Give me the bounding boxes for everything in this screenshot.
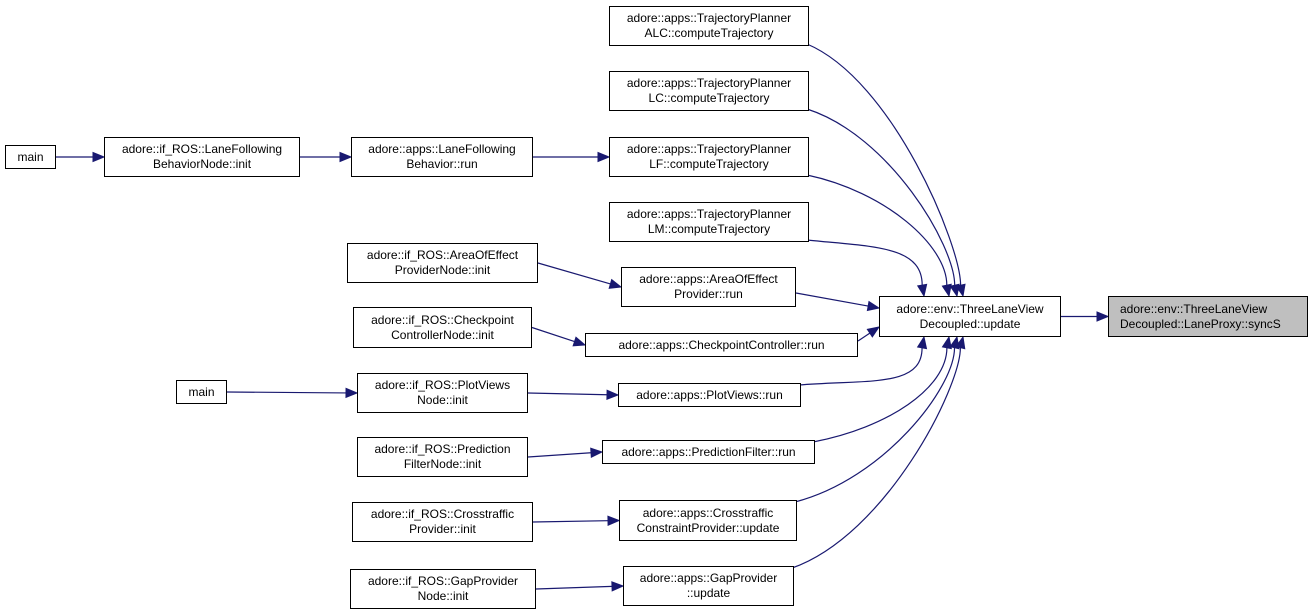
node-label-line: Decoupled::LaneProxy::syncS — [1120, 316, 1281, 331]
edge-gp_update-to-tlv_update — [791, 347, 961, 569]
edge-pf_node_init-to-pf_run-arrowhead — [590, 447, 604, 459]
edge-lfb_run-to-tp_lf-arrowhead — [597, 151, 611, 163]
node-label-line: LM::computeTrajectory — [647, 222, 771, 236]
edge-aoe_run-to-tlv_update-arrowhead — [866, 300, 881, 312]
node-label-line: adore::apps::LaneFollowing — [368, 142, 516, 156]
edge-tp_lf-to-tlv_update-arrowhead — [941, 283, 952, 298]
node-area-of-effect-provider-node-init[interactable]: adore::if_ROS::AreaOfEffect ProviderNode… — [347, 243, 538, 283]
node-main[interactable]: main — [5, 145, 56, 169]
node-lane-following-behavior-node-init[interactable]: adore::if_ROS::LaneFollowing BehaviorNod… — [104, 137, 300, 177]
node-label-line: adore::if_ROS::Crosstraffic — [370, 507, 515, 521]
edge-ct_update-to-tlv_update — [794, 347, 956, 503]
edge-pf_node_init-to-pf_run — [527, 452, 592, 458]
node-trajectory-planner-lc[interactable]: adore::apps::TrajectoryPlanner LC::compu… — [609, 71, 809, 111]
node-label-line: adore::env::ThreeLaneView — [896, 301, 1044, 316]
node-label-line: adore::if_ROS::AreaOfEffect — [366, 248, 519, 262]
node-prediction-filter-node-init[interactable]: adore::if_ROS::Prediction FilterNode::in… — [357, 437, 528, 477]
node-label-line: adore::apps::AreaOfEffect — [639, 272, 778, 286]
node-label-line: Provider::run — [674, 287, 743, 301]
edge-tp_lc-to-tlv_update — [806, 108, 956, 286]
node-label-line: adore::if_ROS::GapProvider — [367, 574, 519, 588]
node-plot-views-node-init[interactable]: adore::if_ROS::PlotViews Node::init — [357, 373, 528, 413]
node-area-of-effect-provider-run[interactable]: adore::apps::AreaOfEffect Provider::run — [621, 267, 796, 307]
node-crosstraffic-provider-init[interactable]: adore::if_ROS::Crosstraffic Provider::in… — [352, 502, 533, 542]
node-label-line: adore::apps::TrajectoryPlanner — [626, 11, 792, 25]
edge-gp_update-to-tlv_update-arrowhead — [955, 335, 966, 350]
node-three-lane-view-lane-proxy-syncs[interactable]: adore::env::ThreeLaneView Decoupled::Lan… — [1108, 296, 1308, 337]
node-label-line: adore::apps::PlotViews::run — [636, 387, 783, 402]
node-label-line: ControllerNode::init — [391, 327, 494, 342]
node-crosstraffic-constraint-provider-update[interactable]: adore::apps::Crosstraffic ConstraintProv… — [619, 500, 797, 541]
edge-pv_node_init-to-pv_run — [527, 392, 608, 396]
edge-tlv_update-to-syncS-arrowhead — [1096, 311, 1110, 322]
node-three-lane-view-update[interactable]: adore::env::ThreeLaneView Decoupled::upd… — [879, 296, 1061, 337]
edge-tp_lf-to-tlv_update — [806, 174, 948, 286]
node-label-line: adore::apps::GapProvider — [639, 571, 778, 585]
edge-cp_node_init-to-cp_run — [531, 326, 575, 343]
node-label-line: Provider::init — [409, 522, 476, 536]
node-trajectory-planner-alc[interactable]: adore::apps::TrajectoryPlanner ALC::comp… — [609, 6, 809, 46]
node-label-line: ::update — [686, 586, 731, 600]
edge-tp_lc-to-tlv_update-arrowhead — [949, 283, 960, 298]
edge-tp_alc-to-tlv_update — [806, 43, 962, 286]
edge-ct_node_init-to-ct_update — [532, 520, 609, 523]
node-label-line: main — [188, 384, 215, 399]
edge-pf_run-to-tlv_update — [812, 347, 948, 443]
node-label-line: adore::if_ROS::Prediction — [374, 442, 511, 456]
edge-cp_node_init-to-cp_run-arrowhead — [572, 336, 587, 347]
edge-pv_run-to-tlv_update-arrowhead — [916, 335, 928, 350]
node-label-line: Node::init — [417, 589, 469, 603]
node-label-line: adore::if_ROS::LaneFollowing — [121, 142, 283, 156]
edge-cp_run-to-tlv_update-arrowhead — [866, 326, 881, 338]
edge-main2-to-pv_node_init — [226, 391, 347, 394]
node-label-line: ProviderNode::init — [394, 263, 491, 277]
edge-lfb_node_init-to-lfb_run-arrowhead — [339, 151, 353, 163]
node-gap-provider-node-init[interactable]: adore::if_ROS::GapProvider Node::init — [350, 569, 536, 609]
node-label-line: adore::if_ROS::Checkpoint — [371, 312, 514, 327]
edge-aoe_node_init-to-aoe_run — [537, 262, 611, 285]
node-label-line: main — [17, 149, 44, 164]
node-label-line: adore::apps::PredictionFilter::run — [621, 444, 796, 459]
node-label-line: ConstraintProvider::update — [636, 520, 780, 535]
node-checkpoint-controller-node-init[interactable]: adore::if_ROS::Checkpoint ControllerNode… — [353, 307, 532, 348]
node-label-line: adore::apps::TrajectoryPlanner — [626, 142, 792, 156]
edge-pv_node_init-to-pv_run-arrowhead — [606, 389, 620, 400]
node-label-line: adore::apps::TrajectoryPlanner — [626, 207, 792, 221]
node-trajectory-planner-lf[interactable]: adore::apps::TrajectoryPlanner LF::compu… — [609, 137, 809, 177]
edge-aoe_node_init-to-aoe_run-arrowhead — [608, 278, 623, 289]
node-label-line: BehaviorNode::init — [152, 157, 252, 171]
edge-cp_run-to-tlv_update — [857, 332, 871, 342]
node-main[interactable]: main — [176, 380, 227, 404]
node-label-line: Decoupled::update — [919, 316, 1021, 331]
edge-pf_run-to-tlv_update-arrowhead — [941, 335, 952, 350]
node-label-line: FilterNode::init — [403, 457, 482, 471]
node-label-line: adore::if_ROS::PlotViews — [374, 378, 511, 392]
node-label-line: adore::apps::TrajectoryPlanner — [626, 76, 792, 90]
edge-main2-to-pv_node_init-arrowhead — [345, 387, 359, 399]
edge-ct_node_init-to-ct_update-arrowhead — [607, 515, 621, 526]
node-trajectory-planner-lm[interactable]: adore::apps::TrajectoryPlanner LM::compu… — [609, 202, 809, 242]
node-label-line: ALC::computeTrajectory — [644, 26, 774, 40]
node-prediction-filter-run[interactable]: adore::apps::PredictionFilter::run — [602, 440, 815, 464]
node-plot-views-run[interactable]: adore::apps::PlotViews::run — [618, 383, 801, 407]
edge-tp_lm-to-tlv_update — [806, 239, 923, 286]
node-gap-provider-update[interactable]: adore::apps::GapProvider ::update — [623, 566, 794, 606]
edge-gp_node_init-to-gp_update — [535, 585, 613, 590]
node-label-line: adore::apps::CheckpointController::run — [618, 337, 825, 352]
edge-pv_run-to-tlv_update — [798, 347, 923, 386]
node-label-line: adore::env::ThreeLaneView — [1120, 301, 1268, 316]
node-checkpoint-controller-run[interactable]: adore::apps::CheckpointController::run — [585, 333, 858, 357]
edge-tp_lm-to-tlv_update-arrowhead — [916, 283, 928, 298]
node-label-line: Behavior::run — [406, 157, 478, 171]
node-lane-following-behavior-run[interactable]: adore::apps::LaneFollowing Behavior::run — [351, 137, 533, 177]
edge-gp_node_init-to-gp_update-arrowhead — [611, 581, 625, 592]
node-label-line: LF::computeTrajectory — [649, 157, 769, 171]
node-label-line: adore::apps::Crosstraffic — [642, 505, 774, 520]
edge-aoe_run-to-tlv_update — [795, 292, 869, 307]
node-label-line: Node::init — [417, 393, 468, 407]
node-label-line: LC::computeTrajectory — [648, 91, 770, 105]
edge-main1-to-lfb_node_init-arrowhead — [92, 151, 106, 163]
